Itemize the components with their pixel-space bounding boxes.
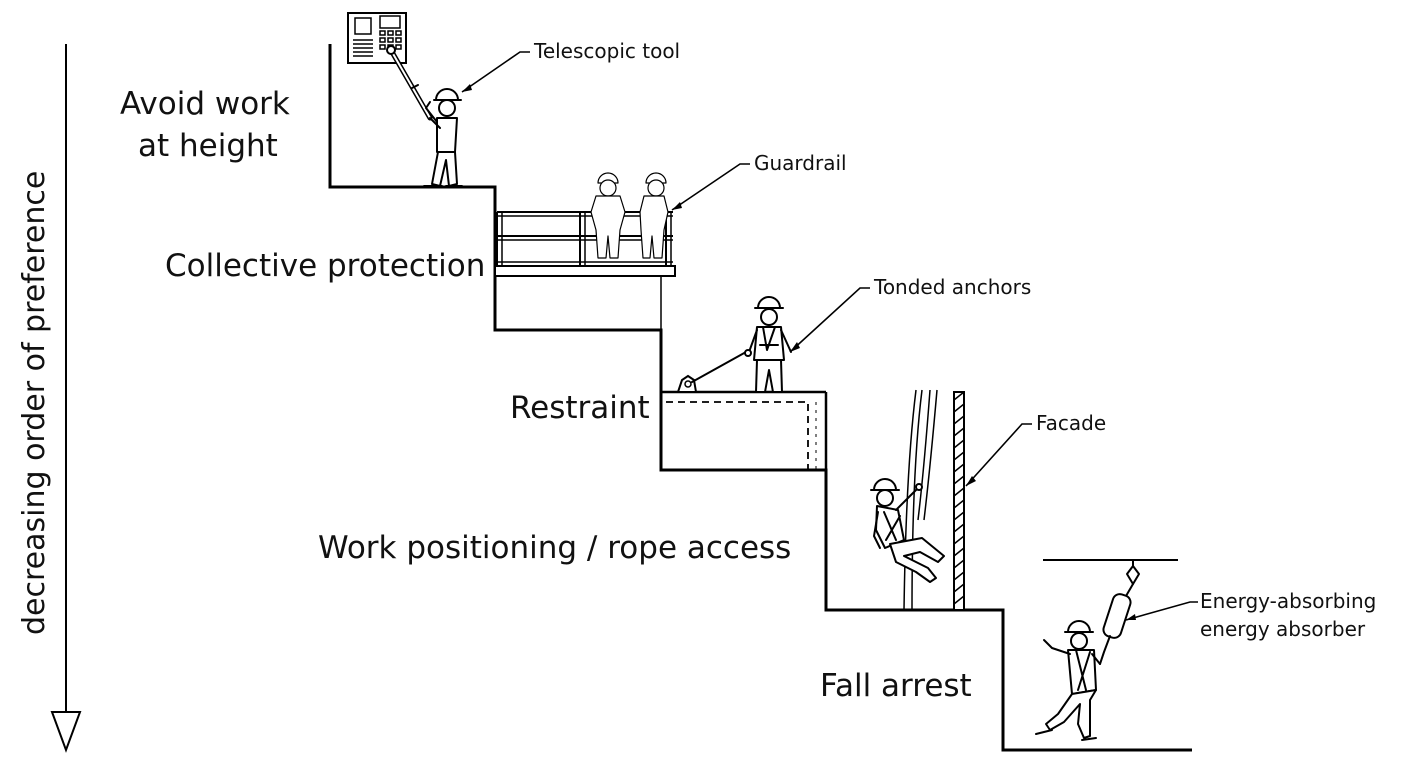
anchor-icon <box>676 374 698 393</box>
control-panel-icon <box>347 12 407 64</box>
telescopic-leader-arrow <box>462 84 472 92</box>
guardrail-leader <box>671 163 750 211</box>
telescopic-leader <box>461 51 530 93</box>
level-label-collective: Collective protection <box>165 248 485 284</box>
worker-rope-access-icon <box>870 478 945 583</box>
roof-parapet <box>661 390 828 470</box>
callout-guardrail: Guardrail <box>754 151 847 175</box>
callout-facade: Facade <box>1036 411 1106 435</box>
callout-telescopic: Telescopic tool <box>533 39 680 63</box>
anchors-leader <box>789 287 870 353</box>
down-arrow-icon <box>50 711 82 753</box>
callout-anchors: Tonded anchors <box>873 275 1031 299</box>
rope-lines <box>903 389 938 611</box>
facade-leader <box>965 423 1032 487</box>
worker-restraint-icon <box>744 296 792 393</box>
telescopic-tool-icon <box>386 45 433 121</box>
level-label-restraint: Restraint <box>510 390 650 426</box>
worker-group-icon <box>590 172 669 259</box>
worker-telescopic-icon <box>423 88 463 187</box>
guardrail-leader-arrow <box>672 202 682 210</box>
facade-leader-arrow <box>966 476 976 486</box>
guardrail-icon <box>494 211 676 330</box>
facade-icon <box>953 391 965 611</box>
energy-absorber-icon <box>1099 583 1134 665</box>
callout-absorber-line1: Energy-absorbing <box>1200 589 1376 613</box>
level-label-positioning: Work positioning / rope access <box>318 530 791 566</box>
staircase-outline <box>328 44 1192 752</box>
level-label-avoid-line2: at height <box>138 128 278 164</box>
level-label-arrest: Fall arrest <box>820 668 972 704</box>
restraint-lanyard <box>691 351 747 383</box>
callout-absorber-line2: energy absorber <box>1200 617 1366 641</box>
worker-fall-arrest-icon <box>1035 620 1101 741</box>
fall-arrest-anchor <box>1043 559 1178 585</box>
absorber-leader-arrow <box>1126 614 1136 620</box>
level-label-avoid-line1: Avoid work <box>120 86 290 122</box>
anchors-leader-arrow <box>790 342 800 352</box>
preference-axis: decreasing order of preference <box>17 44 82 753</box>
absorber-leader <box>1125 601 1198 621</box>
axis-label: decreasing order of preference <box>17 171 52 635</box>
